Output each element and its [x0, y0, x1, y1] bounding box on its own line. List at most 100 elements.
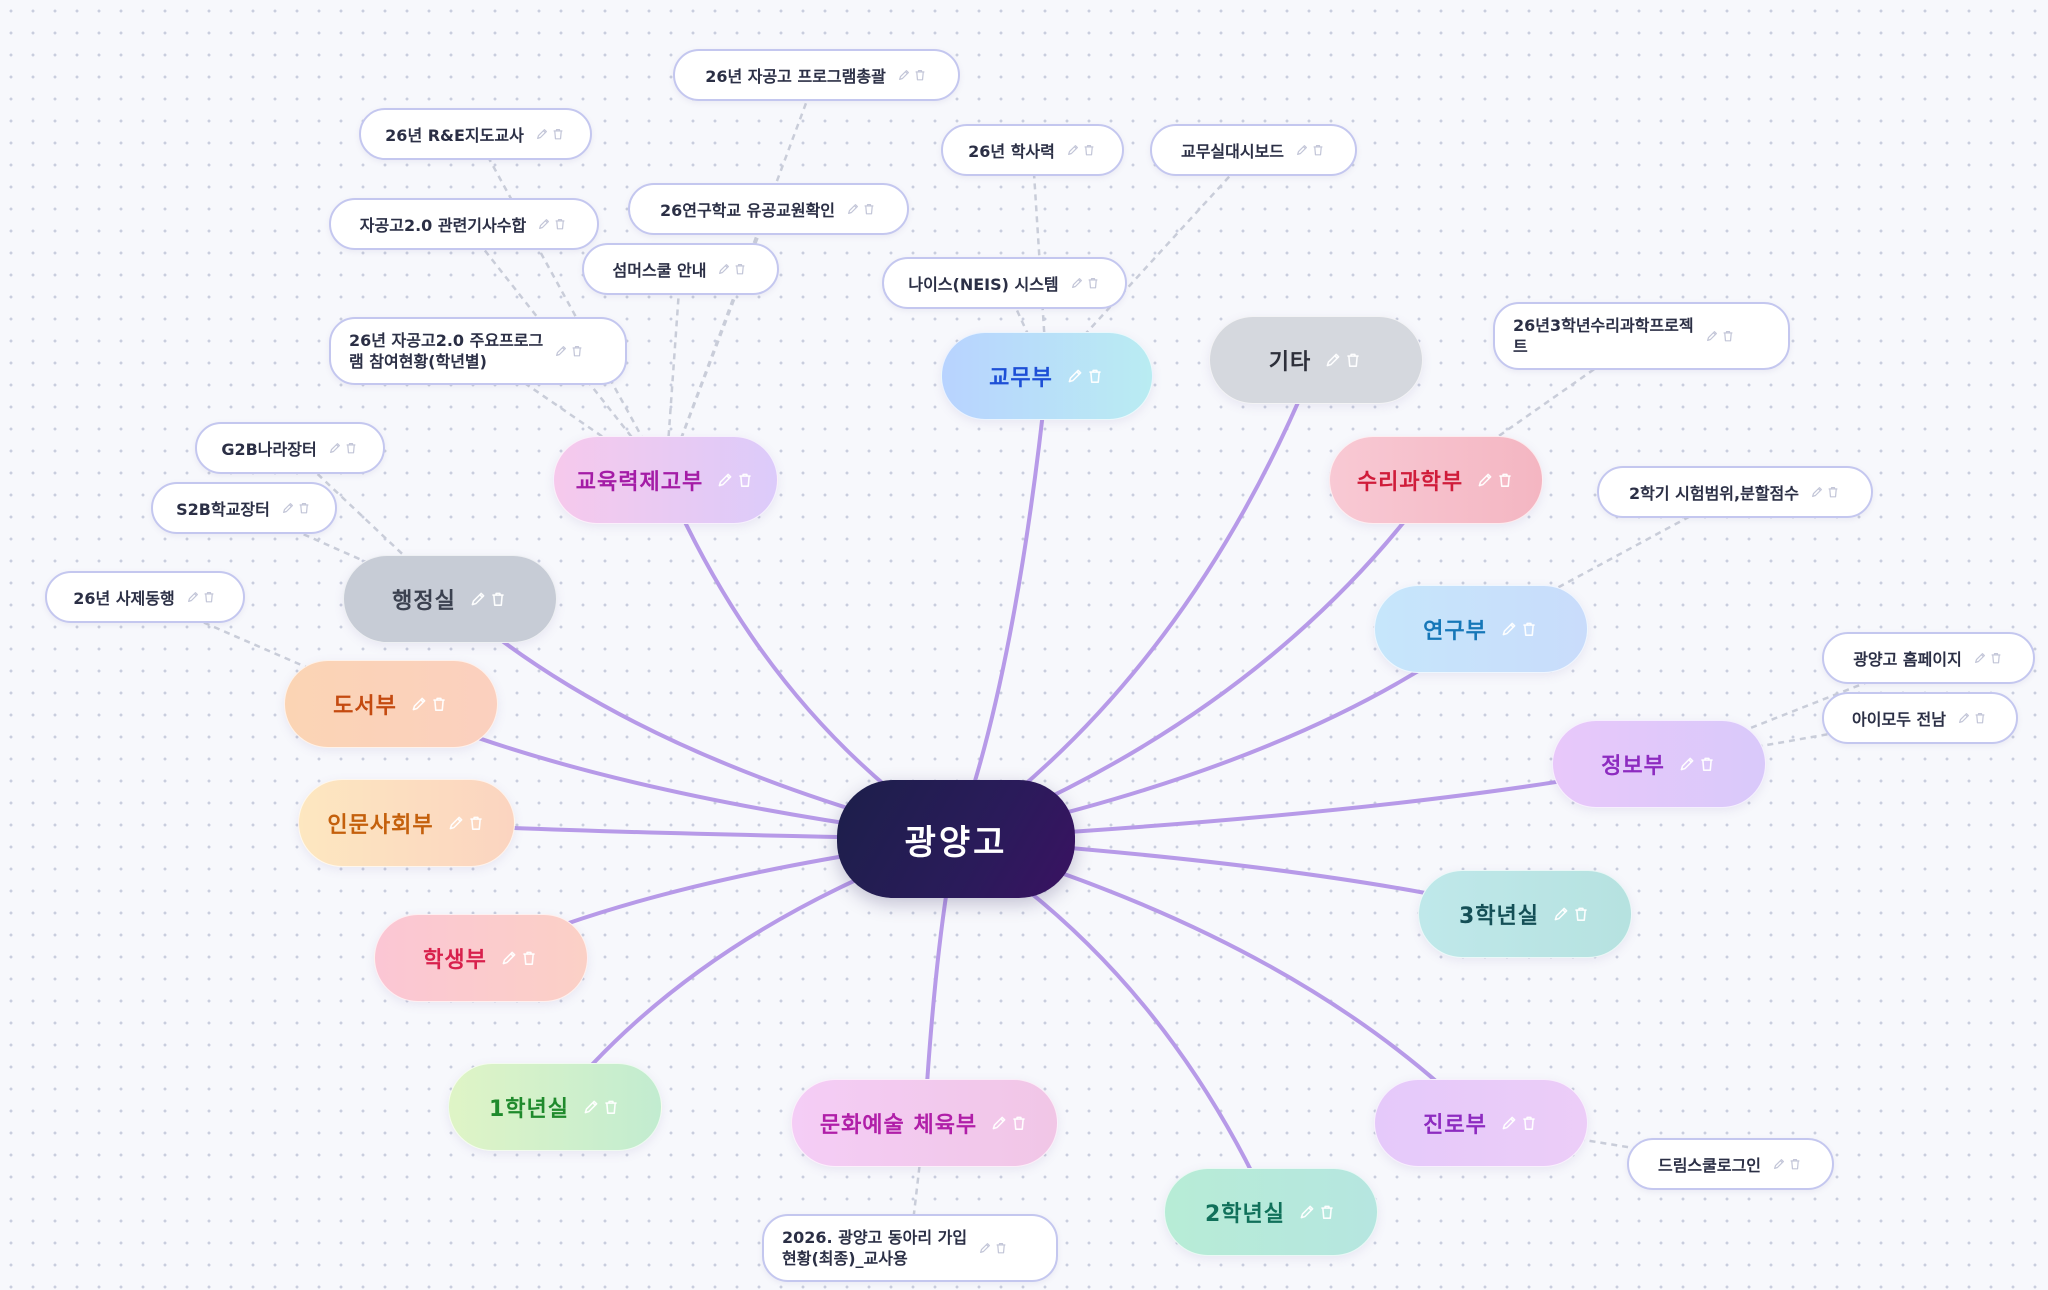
- delete-trash-icon[interactable]: [466, 813, 486, 833]
- delete-trash-icon[interactable]: [1085, 275, 1101, 291]
- delete-trash-icon[interactable]: [552, 216, 568, 232]
- category-node-doseo[interactable]: 도서부: [284, 660, 498, 748]
- link-node[interactable]: 자공고2.0 관련기사수합: [329, 198, 599, 250]
- category-node-haksaeng[interactable]: 학생부: [374, 914, 588, 1002]
- category-node-gyoyuk[interactable]: 교육력제고부: [553, 436, 778, 524]
- link-node[interactable]: 아이모두 전남: [1822, 692, 2018, 744]
- category-node-suri[interactable]: 수리과학부: [1329, 436, 1543, 524]
- category-node-haengjeong[interactable]: 행정실: [343, 555, 557, 643]
- delete-trash-icon[interactable]: [912, 67, 928, 83]
- link-node[interactable]: 2026. 광양고 동아리 가입 현황(최종)_교사용: [762, 1214, 1058, 1282]
- edit-pencil-icon[interactable]: [845, 201, 861, 217]
- edit-pencil-icon[interactable]: [989, 1113, 1009, 1133]
- delete-trash-icon[interactable]: [1343, 350, 1363, 370]
- edit-pencil-icon[interactable]: [1551, 904, 1571, 924]
- edit-pencil-icon[interactable]: [1297, 1202, 1317, 1222]
- delete-trash-icon[interactable]: [201, 589, 217, 605]
- category-node-grade2[interactable]: 2학년실: [1164, 1168, 1378, 1256]
- category-node-grade3[interactable]: 3학년실: [1418, 870, 1632, 958]
- delete-trash-icon[interactable]: [569, 343, 585, 359]
- category-node-munhwa[interactable]: 문화예술 체육부: [791, 1079, 1058, 1167]
- link-node[interactable]: 26년 사제동행: [45, 571, 245, 623]
- link-node[interactable]: 26년 자공고 프로그램총괄: [673, 49, 960, 101]
- edit-pencil-icon[interactable]: [977, 1240, 993, 1256]
- delete-trash-icon[interactable]: [1571, 904, 1591, 924]
- edit-pencil-icon[interactable]: [1771, 1156, 1787, 1172]
- link-node[interactable]: 2학기 시험범위,분할점수: [1597, 466, 1873, 518]
- delete-trash-icon[interactable]: [1081, 142, 1097, 158]
- category-node-jinro[interactable]: 진로부: [1374, 1079, 1588, 1167]
- delete-trash-icon[interactable]: [1988, 650, 2004, 666]
- edit-pencil-icon[interactable]: [1956, 710, 1972, 726]
- delete-trash-icon[interactable]: [732, 261, 748, 277]
- edit-pencil-icon[interactable]: [1972, 650, 1988, 666]
- edit-pencil-icon[interactable]: [553, 343, 569, 359]
- delete-trash-icon[interactable]: [1787, 1156, 1803, 1172]
- edit-pencil-icon[interactable]: [1065, 142, 1081, 158]
- delete-trash-icon[interactable]: [519, 948, 539, 968]
- edit-pencil-icon[interactable]: [1069, 275, 1085, 291]
- delete-trash-icon[interactable]: [550, 126, 566, 142]
- central-topic-node[interactable]: 광양고: [837, 780, 1075, 898]
- delete-trash-icon[interactable]: [1519, 619, 1539, 639]
- delete-trash-icon[interactable]: [735, 470, 755, 490]
- delete-trash-icon[interactable]: [1519, 1113, 1539, 1133]
- category-node-inmun[interactable]: 인문사회부: [298, 779, 515, 867]
- edit-pencil-icon[interactable]: [1704, 328, 1720, 344]
- edit-pencil-icon[interactable]: [896, 67, 912, 83]
- link-node[interactable]: S2B학교장터: [151, 482, 337, 534]
- link-node[interactable]: 교무실대시보드: [1150, 124, 1357, 176]
- delete-trash-icon[interactable]: [1495, 470, 1515, 490]
- delete-trash-icon[interactable]: [601, 1097, 621, 1117]
- delete-trash-icon[interactable]: [1310, 142, 1326, 158]
- edit-pencil-icon[interactable]: [468, 589, 488, 609]
- delete-trash-icon[interactable]: [1009, 1113, 1029, 1133]
- edit-pencil-icon[interactable]: [715, 470, 735, 490]
- delete-trash-icon[interactable]: [1720, 328, 1736, 344]
- edit-pencil-icon[interactable]: [1323, 350, 1343, 370]
- edit-pencil-icon[interactable]: [185, 589, 201, 605]
- edit-pencil-icon[interactable]: [1065, 366, 1085, 386]
- delete-trash-icon[interactable]: [1697, 754, 1717, 774]
- edit-pencil-icon[interactable]: [534, 126, 550, 142]
- delete-trash-icon[interactable]: [488, 589, 508, 609]
- edit-pencil-icon[interactable]: [1809, 484, 1825, 500]
- edit-pencil-icon[interactable]: [1677, 754, 1697, 774]
- link-node[interactable]: 26연구학교 유공교원확인: [628, 183, 909, 235]
- category-node-grade1[interactable]: 1학년실: [448, 1063, 662, 1151]
- delete-trash-icon[interactable]: [1972, 710, 1988, 726]
- edit-pencil-icon[interactable]: [536, 216, 552, 232]
- link-node[interactable]: 드림스쿨로그인: [1627, 1138, 1834, 1190]
- edit-pencil-icon[interactable]: [280, 500, 296, 516]
- delete-trash-icon[interactable]: [343, 440, 359, 456]
- link-node[interactable]: 26년 자공고2.0 주요프로그 램 참여현황(학년별): [329, 317, 627, 385]
- link-node[interactable]: 광양고 홈페이지: [1822, 632, 2035, 684]
- link-node[interactable]: 26년 R&E지도교사: [359, 108, 592, 160]
- delete-trash-icon[interactable]: [429, 694, 449, 714]
- edit-pencil-icon[interactable]: [1499, 1113, 1519, 1133]
- link-node[interactable]: G2B나라장터: [195, 422, 385, 474]
- edit-pencil-icon[interactable]: [716, 261, 732, 277]
- category-node-gita[interactable]: 기타: [1209, 316, 1423, 404]
- edit-pencil-icon[interactable]: [1294, 142, 1310, 158]
- delete-trash-icon[interactable]: [861, 201, 877, 217]
- category-node-yeongu[interactable]: 연구부: [1374, 585, 1588, 673]
- edit-pencil-icon[interactable]: [446, 813, 466, 833]
- delete-trash-icon[interactable]: [1085, 366, 1105, 386]
- category-node-jeongbo[interactable]: 정보부: [1552, 720, 1766, 808]
- link-node[interactable]: 섬머스쿨 안내: [582, 243, 779, 295]
- edit-pencil-icon[interactable]: [1475, 470, 1495, 490]
- delete-trash-icon[interactable]: [1317, 1202, 1337, 1222]
- delete-trash-icon[interactable]: [1825, 484, 1841, 500]
- delete-trash-icon[interactable]: [296, 500, 312, 516]
- link-node[interactable]: 26년 학사력: [941, 124, 1124, 176]
- link-node[interactable]: 26년3학년수리과학프로젝 트: [1493, 302, 1790, 370]
- edit-pencil-icon[interactable]: [409, 694, 429, 714]
- category-node-gyomu[interactable]: 교무부: [941, 332, 1153, 420]
- delete-trash-icon[interactable]: [993, 1240, 1009, 1256]
- link-node[interactable]: 나이스(NEIS) 시스템: [882, 257, 1127, 309]
- edit-pencil-icon[interactable]: [581, 1097, 601, 1117]
- edit-pencil-icon[interactable]: [327, 440, 343, 456]
- edit-pencil-icon[interactable]: [1499, 619, 1519, 639]
- edit-pencil-icon[interactable]: [499, 948, 519, 968]
